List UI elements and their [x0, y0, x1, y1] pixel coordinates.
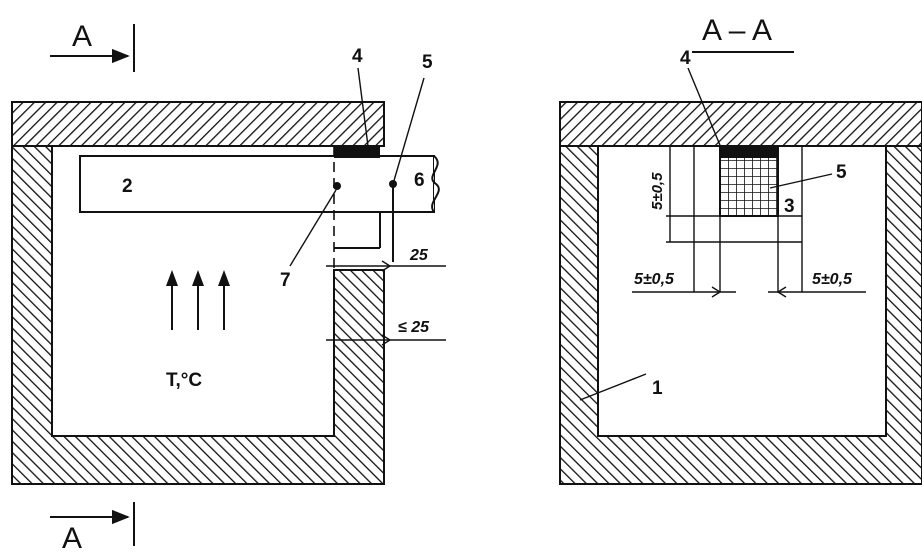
furnace-lid-section: [559, 101, 922, 147]
section-title: A – A: [702, 14, 772, 47]
callout-7: 7: [280, 270, 291, 291]
callout-3: 3: [784, 196, 795, 217]
callout-6: 6: [414, 170, 425, 191]
callout-5-left: 5: [422, 52, 433, 73]
break-line: [431, 155, 440, 213]
thermocouple-7: [333, 182, 341, 190]
heat-flow-arrows: [166, 270, 230, 330]
section-mark-bottom: A: [62, 522, 82, 552]
seal-element-section: [720, 146, 778, 158]
callout-2: 2: [122, 176, 133, 197]
dimension-gap-bottom: ≤ 25: [398, 319, 430, 336]
dimension-offset-left: 5±0,5: [634, 271, 675, 288]
left-view: A A 4 5 6 2 7: [11, 20, 446, 552]
callout-5-right: 5: [836, 162, 847, 183]
dimension-gap-top: 25: [409, 247, 429, 264]
callout-4-left: 4: [352, 46, 363, 67]
right-view: A – A 4 5 3 1 5±0,5 5±0,5 5±0,5: [559, 14, 922, 485]
specimen-bar: [79, 155, 435, 213]
seal-element: [334, 146, 380, 158]
temperature-label: T,°C: [166, 370, 202, 391]
dimension-offset-vertical: 5±0,5: [649, 172, 666, 210]
furnace-lid: [11, 101, 385, 147]
section-mark-top: A: [72, 20, 92, 53]
callout-1: 1: [652, 378, 663, 399]
callout-4-right: 4: [680, 48, 691, 69]
dimension-offset-right: 5±0,5: [812, 271, 853, 288]
furnace-wall-section: [559, 145, 922, 485]
